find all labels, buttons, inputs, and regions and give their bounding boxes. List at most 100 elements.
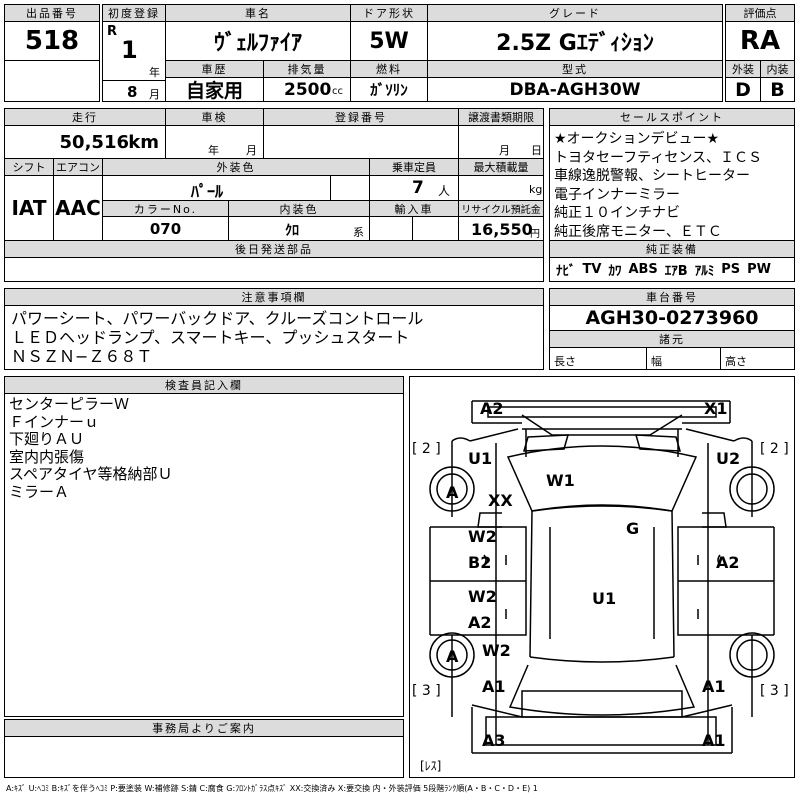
bracket-front-left: [ 2 ] (412, 441, 441, 457)
history: 自家用 (165, 77, 264, 102)
colorno-label: カラーNo. (102, 200, 229, 217)
door-label: ドア形状 (350, 4, 428, 22)
score: RA (725, 21, 795, 61)
transfer-cell: 月 日 (458, 125, 544, 159)
capacity-cell: 7 人 (369, 175, 459, 201)
inspection-cell: 年 月 (165, 125, 264, 159)
mark-w1: W1 (546, 471, 575, 490)
shift: IAT (4, 175, 54, 241)
chassis-number: AGH30-0273960 (549, 305, 795, 331)
loadcap-unit: kg (529, 183, 543, 196)
reg-month-cell: 8 月 (102, 80, 166, 102)
import-cell (369, 216, 459, 241)
first-reg-cell: R 1 年 (102, 21, 166, 81)
interior-grade: B (760, 77, 795, 102)
grade: 2.5Z Gｴﾃﾞｨｼｮﾝ (427, 21, 723, 61)
model-label: 型式 (427, 60, 723, 78)
equip-item: PS (721, 262, 741, 277)
intcolor: ｸﾛ (285, 223, 299, 239)
intcolor-cell: ｸﾛ 系 (228, 216, 370, 241)
bracket-les: [ﾚｽ] (420, 759, 442, 773)
fuel-label: 燃料 (350, 60, 428, 78)
later-parts-cell (4, 257, 544, 282)
equip-item: ABS (628, 262, 658, 277)
car-diagram: A2 X1 U1 U2 A XX W1 G W2 B2 A2 W2 A2 U1 … (409, 376, 795, 778)
reg-year: 1 (121, 36, 138, 64)
inspector-line: センターピラーＷ (9, 395, 130, 413)
grade-label: グレード (427, 4, 723, 22)
length-label: 長さ (554, 355, 576, 368)
transfer-day-unit: 日 (531, 144, 542, 157)
mark-u1-left: U1 (468, 449, 493, 468)
office-cell (4, 736, 404, 778)
sales-point: 純正１０インチナビ (554, 205, 680, 221)
transfer-month-unit: 月 (499, 144, 510, 157)
lot-no-label: 出品番号 (4, 4, 100, 22)
car-outline (429, 400, 775, 754)
shift-label: シフト (4, 158, 54, 176)
mark-u2-right: U2 (716, 449, 741, 468)
color: ﾊﾟｰﾙ (191, 182, 224, 201)
equip-item: PW (747, 262, 771, 277)
mark-a2-top: A2 (480, 399, 504, 418)
insp-year-unit: 年 (208, 144, 219, 157)
car-name: ｳﾞｪﾙﾌｧｲｱ (165, 21, 351, 61)
mileage-cell: 50,516 km (4, 125, 166, 159)
ac-label: エアコン (53, 158, 103, 176)
loadcap-cell: kg (458, 175, 544, 201)
mark-a2-left: A2 (468, 613, 492, 632)
fuel: ｶﾞｿﾘﾝ (350, 77, 428, 102)
mark-w2-1: W2 (468, 527, 497, 546)
mark-xx: XX (488, 491, 513, 510)
inspection-label: 車検 (165, 108, 264, 126)
mark-a2-right: A2 (716, 553, 740, 572)
inspector-label: 検査員記入欄 (4, 376, 404, 394)
sales-point: 車線逸脱警報、シートヒーター (554, 168, 750, 184)
recycle-label: リサイクル預託金 (458, 200, 544, 217)
equip-item: ｱﾙﾐ (694, 264, 715, 279)
width-label: 幅 (651, 355, 662, 368)
mark-b2: B2 (468, 553, 492, 572)
month-unit: 月 (149, 88, 160, 101)
mark-wheel-rl: A (446, 647, 459, 666)
equip-label: 純正装備 (549, 240, 795, 258)
era: R (107, 24, 118, 39)
loadcap-label: 最大積載量 (458, 158, 544, 176)
height-cell: 高さ (720, 347, 795, 370)
mark-g: G (626, 519, 640, 538)
notes-line: ＮＳＺＮ−Ｚ６８Ｔ (11, 347, 153, 366)
displacement: 2500 (284, 80, 332, 100)
notes-line: パワーシート、パワーバックドア、クルーズコントロール (11, 309, 424, 328)
displacement-unit: cc (332, 86, 343, 97)
regno-cell (263, 125, 459, 159)
inspector-line: Ｆインナーｕ (9, 412, 100, 431)
length-cell: 長さ (549, 347, 647, 370)
sales-points: ★オークションデビュー★ トヨタセーフティセンス、ＩＣＳ 車線逸脱警報、シートヒ… (549, 125, 795, 241)
sales-point: 電子インナーミラー (554, 186, 680, 203)
capacity-label: 乗車定員 (369, 158, 459, 176)
transfer-label: 譲渡書類期限 (458, 108, 544, 126)
inspector-line: スペアタイヤ等格納部Ｕ (9, 465, 173, 483)
sales-point: トヨタセーフティセンス、ＩＣＳ (554, 149, 763, 166)
car-name-label: 車名 (165, 4, 351, 22)
bracket-front-right: [ 2 ] (760, 441, 789, 457)
equip-item: ｴｱB (664, 264, 688, 279)
capacity: 7 (412, 178, 424, 198)
legend: A:ｷｽﾞ U:ﾍｺﾐ B:ｷｽﾞを伴うﾍｺﾐ P:要塗装 W:補修跡 S:錆 … (6, 784, 538, 793)
inspector-line: 下廻りＡＵ (9, 430, 85, 448)
color-label: 外装色 (102, 158, 370, 176)
height-label: 高さ (725, 355, 747, 368)
recycle: 16,550 (471, 220, 533, 239)
import-label: 輸入車 (369, 200, 459, 217)
equip-list: ﾅﾋﾞ TV ｶﾜ ABS ｴｱB ｱﾙﾐ PS PW (549, 257, 795, 282)
recycle-cell: 16,550 円 (458, 216, 544, 241)
score-label: 評価点 (725, 4, 795, 22)
mileage: 50,516 (59, 132, 129, 153)
bracket-rear-right: [ 3 ] (760, 683, 789, 699)
displacement-cell: 2500 cc (263, 77, 351, 102)
sales-point: 純正後席モニター、ＥＴＣ (554, 223, 722, 240)
exterior-label: 外装 (725, 60, 761, 78)
mark-x1-top: X1 (704, 399, 728, 418)
displacement-label: 排気量 (263, 60, 351, 78)
door-type: 5W (350, 21, 428, 61)
